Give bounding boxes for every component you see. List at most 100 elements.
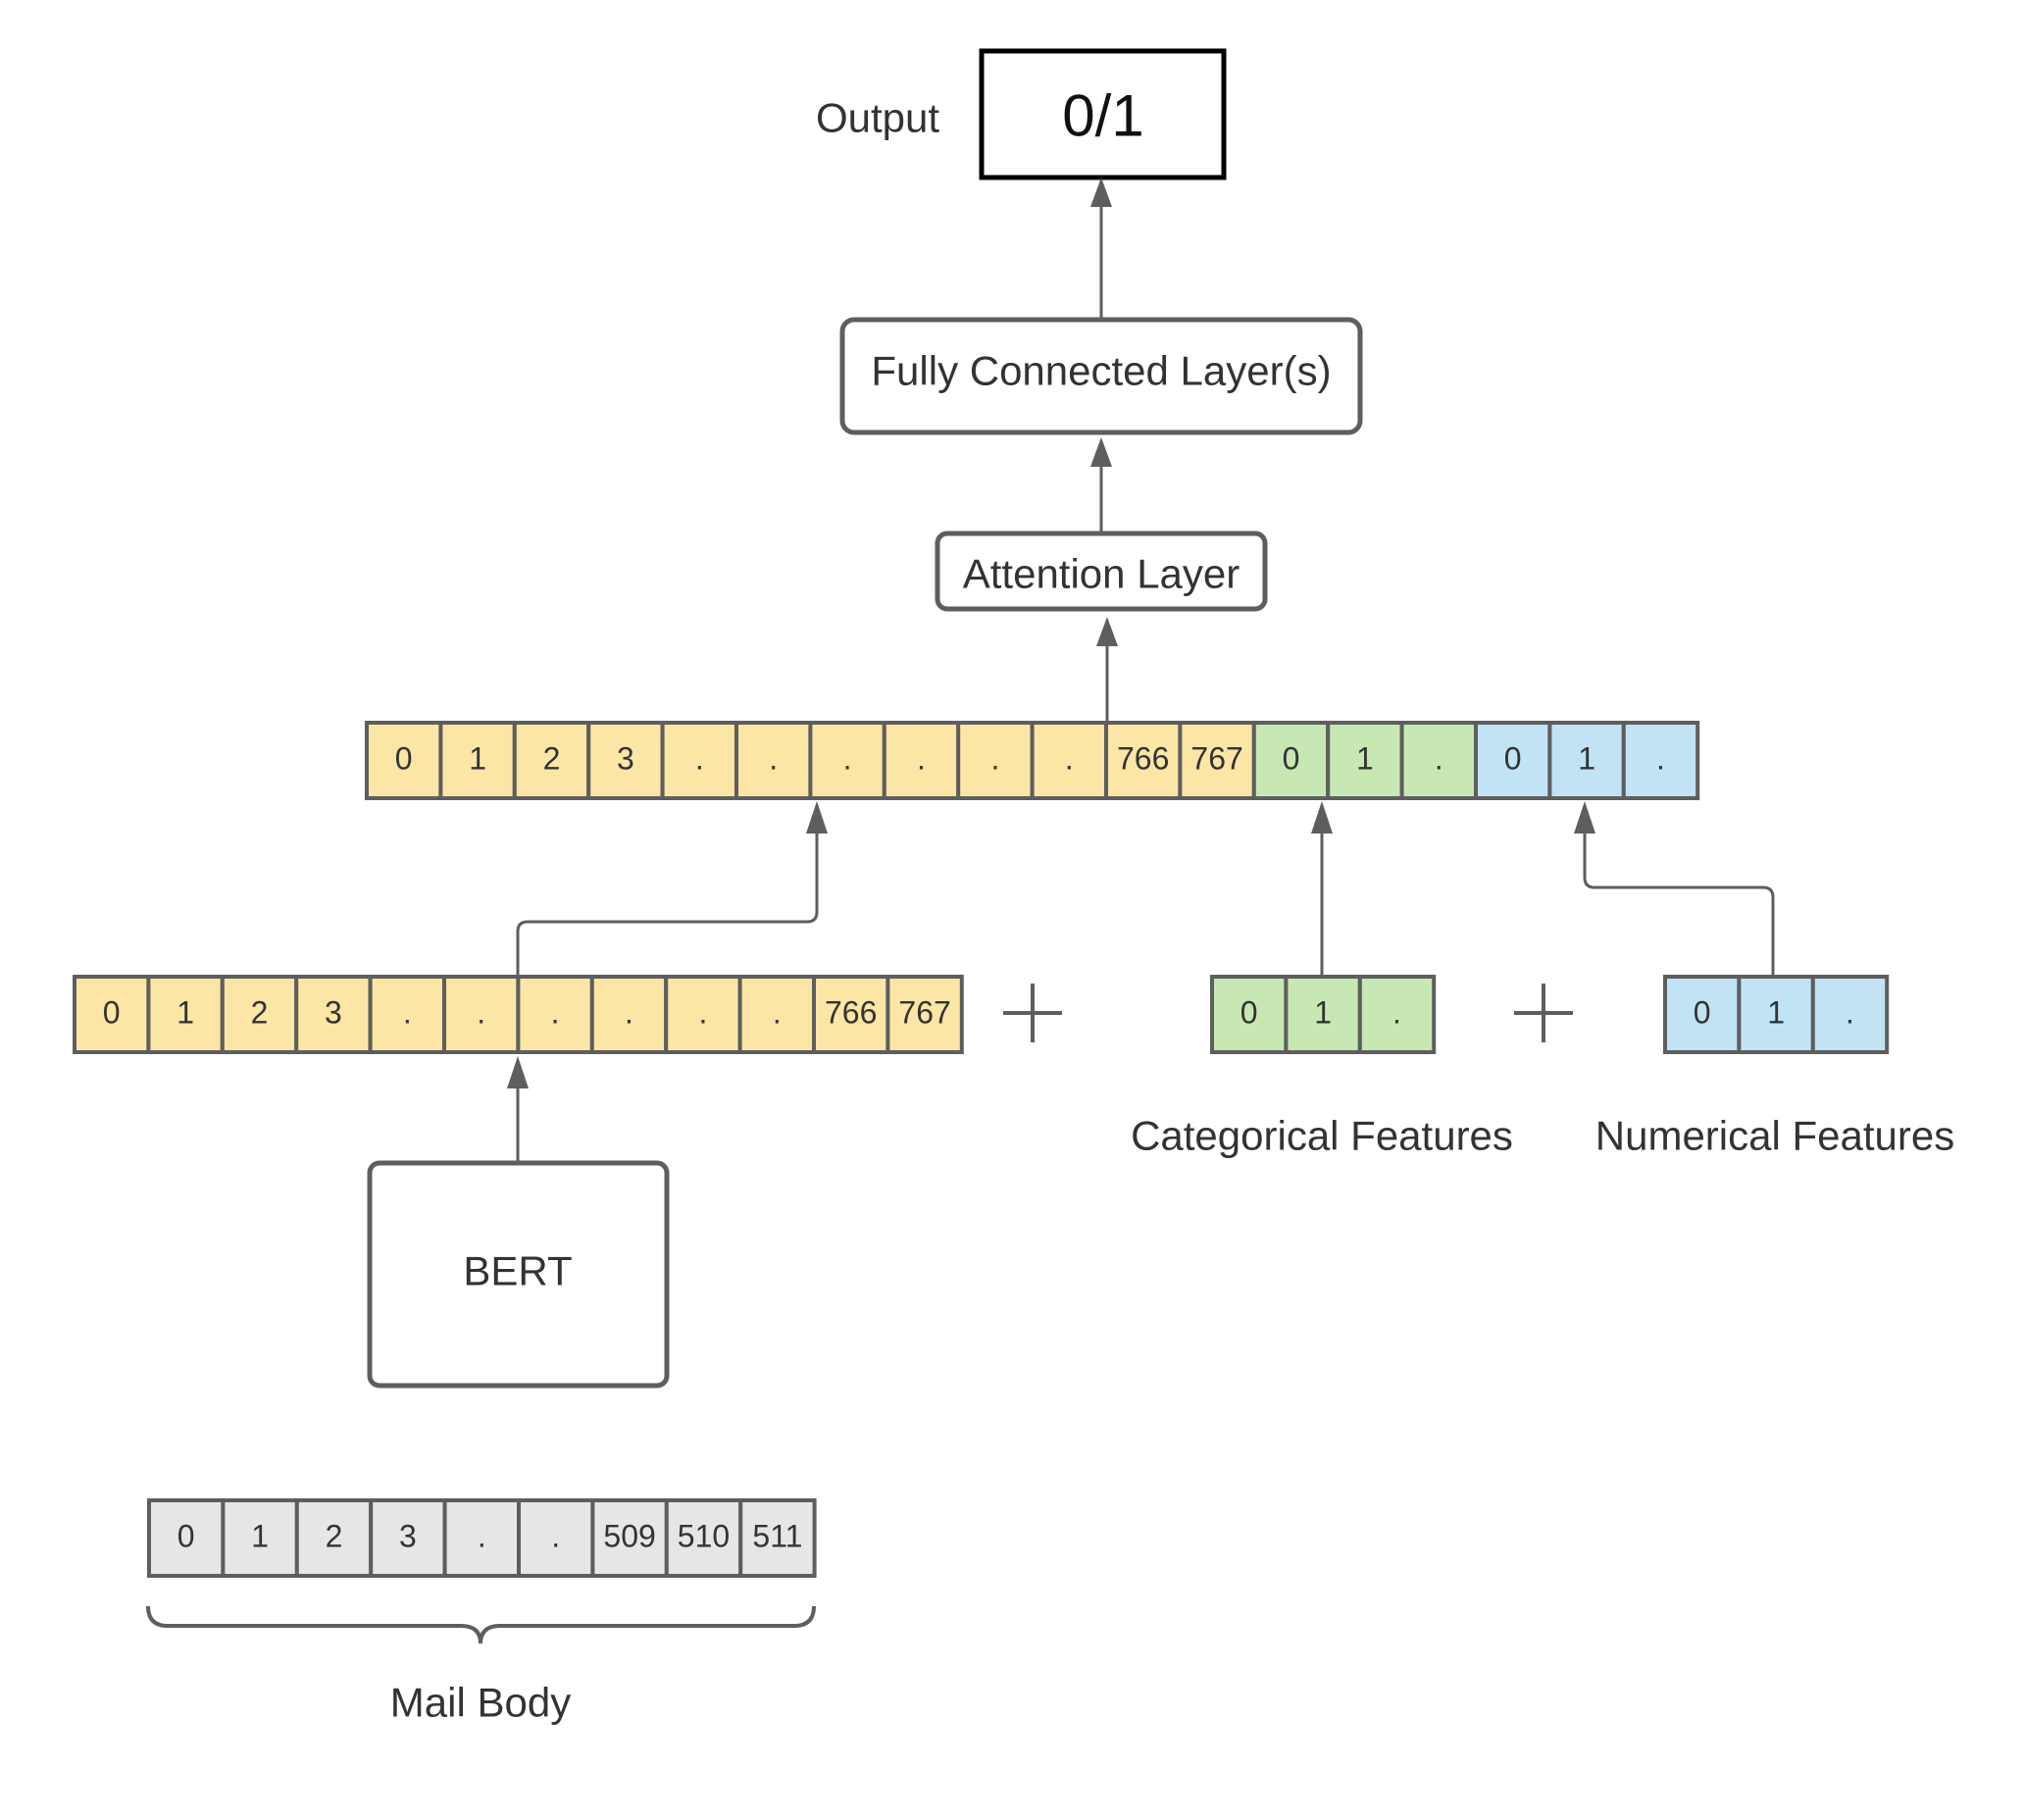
mail-body-cell-label: 0	[177, 1519, 195, 1554]
bert-output-cell	[886, 975, 964, 1054]
concat-bert-cell-label: 766	[1117, 741, 1169, 777]
mail-body-cell-label: 1	[251, 1519, 269, 1554]
concat-bert-cell	[1178, 721, 1256, 800]
fc-layer-label: Fully Connected Layer(s)	[871, 348, 1331, 394]
concat-bert-cell-label: .	[1065, 741, 1074, 777]
attention-layer-label: Attention Layer	[963, 551, 1240, 597]
mail-body-cell-label: .	[551, 1519, 560, 1554]
categorical-features-label: Categorical Features	[1131, 1113, 1513, 1159]
bert-output-cell	[589, 975, 669, 1054]
concat-bert-cell-label: 0	[395, 741, 413, 777]
bert-output-cell-label: .	[625, 995, 633, 1031]
concat-bert-cell-label: .	[990, 741, 999, 777]
numerical-cell-label: 0	[1694, 995, 1711, 1031]
concat-numerical-cell-label: 0	[1504, 741, 1522, 777]
bert-output-cell-label: 3	[325, 995, 342, 1031]
bert-output-cell-label: .	[403, 995, 412, 1031]
concat-bert-cell-label: .	[917, 741, 926, 777]
concat-bert-cell-label: .	[843, 741, 852, 777]
bert-output-cell-label: .	[477, 995, 485, 1031]
concat-numerical-cell-label: .	[1656, 741, 1665, 777]
arrow-attention-to-fc-head	[1090, 437, 1112, 467]
categorical-cell-label: .	[1392, 995, 1401, 1031]
bert-output-cell-label: 2	[251, 995, 269, 1031]
categorical-cell	[1210, 975, 1289, 1054]
concat-numerical-cell	[1547, 721, 1626, 800]
numerical-features-label: Numerical Features	[1595, 1113, 1954, 1159]
arrow-fc-to-output-head	[1090, 177, 1112, 207]
mail-body-cell	[590, 1498, 669, 1578]
mail-body-cell-label: 510	[678, 1519, 730, 1554]
concat-categorical-cell	[1399, 721, 1478, 800]
concat-bert-cell-label: .	[769, 741, 778, 777]
numerical-cell-label: .	[1846, 995, 1854, 1031]
bert-output-cell-label: 0	[103, 995, 121, 1031]
concat-bert-cell	[956, 721, 1035, 800]
concat-bert-cell	[365, 721, 443, 800]
numerical-cell	[1663, 975, 1742, 1054]
arrow-concat-to-attention-head	[1096, 617, 1118, 646]
arrow-bert-to-output-vector-head	[507, 1056, 529, 1088]
numerical-features-vector: 0 1.	[1663, 975, 1890, 1054]
bert-output-cell-label: .	[698, 995, 707, 1031]
arrow-bert-output-to-concat	[516, 834, 819, 977]
bert-box	[367, 1160, 670, 1389]
arrow-numerical-to-concat	[1583, 834, 1775, 977]
bert-output-cell	[442, 975, 521, 1054]
mail-body-cell	[369, 1498, 447, 1578]
mail-body-label: Mail Body	[390, 1680, 571, 1726]
bert-output-cell-label: .	[551, 995, 560, 1031]
concat-categorical-cell-label: 1	[1356, 741, 1374, 777]
concat-bert-cell	[660, 721, 738, 800]
plus-sign-1	[1003, 984, 1062, 1042]
concat-bert-cell	[586, 721, 665, 800]
categorical-cell-label: 1	[1314, 995, 1332, 1031]
bert-output-cell	[368, 975, 447, 1054]
concat-numerical-cell	[1621, 721, 1700, 800]
concat-categorical-cell-label: 0	[1283, 741, 1300, 777]
mail-body-cell	[738, 1498, 817, 1578]
plus-sign-2	[1514, 984, 1573, 1042]
mail-body-brace	[146, 1605, 816, 1644]
bert-label: BERT	[463, 1248, 572, 1294]
arrow-categorical-to-concat-head	[1311, 801, 1333, 834]
bert-output-cell	[516, 975, 594, 1054]
concat-bert-cell-label: 767	[1190, 741, 1242, 777]
mail-body-cell-label: 3	[399, 1519, 417, 1554]
bert-output-cell-label: .	[773, 995, 782, 1031]
concat-bert-cell	[512, 721, 591, 800]
concat-bert-cell-label: 2	[543, 741, 561, 777]
bert-output-cell	[664, 975, 742, 1054]
mail-body-cell-label: 2	[326, 1519, 343, 1554]
bert-output-cell-label: 1	[177, 995, 194, 1031]
concat-bert-cell-label: .	[695, 741, 704, 777]
bert-output-vector: 0 1 2 3...... 766 767	[73, 975, 964, 1054]
output-box	[979, 48, 1227, 180]
fc-layer-box	[839, 317, 1363, 435]
mail-body-cell-label: 511	[752, 1519, 802, 1554]
arrow-bert-output-to-concat-head	[806, 801, 828, 834]
concat-bert-cell	[882, 721, 961, 800]
bert-output-cell-label: 767	[898, 995, 950, 1031]
concat-bert-cell	[734, 721, 813, 800]
bert-output-cell	[73, 975, 151, 1054]
attention-layer-box	[935, 531, 1268, 612]
categorical-cell	[1284, 975, 1362, 1054]
output-value: 0/1	[1062, 83, 1143, 149]
concat-numerical-cell-label: 1	[1578, 741, 1595, 777]
numerical-cell	[1810, 975, 1890, 1054]
categorical-cell-label: 0	[1240, 995, 1258, 1031]
mail-body-cell	[442, 1498, 522, 1578]
categorical-features-vector: 0 1.	[1210, 975, 1437, 1054]
arrow-numerical-to-concat-head	[1574, 801, 1595, 834]
mail-body-cell-label: .	[478, 1519, 486, 1554]
output-label: Output	[816, 95, 939, 141]
bert-output-cell-label: 766	[825, 995, 877, 1031]
concat-bert-cell-label: 1	[469, 741, 486, 777]
numerical-cell-label: 1	[1767, 995, 1785, 1031]
concat-categorical-cell-label: .	[1435, 741, 1443, 777]
concat-bert-cell	[1030, 721, 1108, 800]
